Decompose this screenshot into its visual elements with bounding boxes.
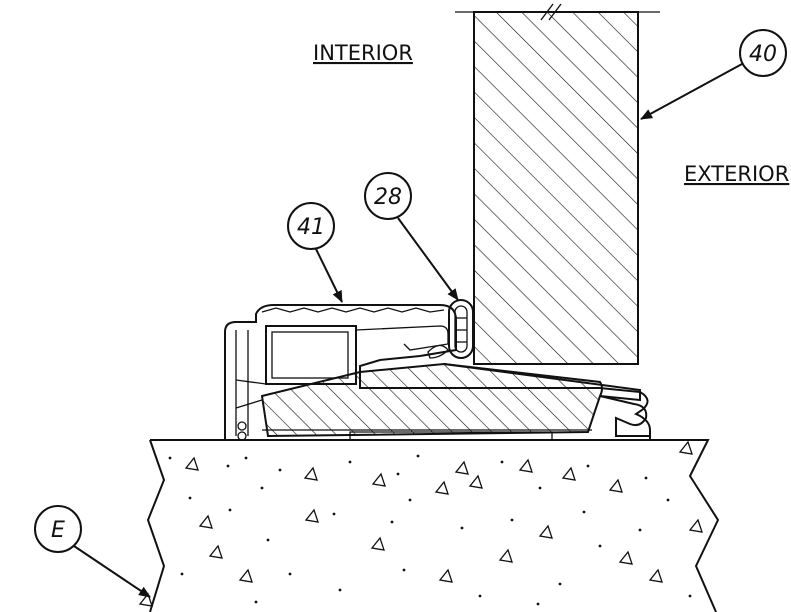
concrete-substrate <box>138 439 720 612</box>
interior-label: INTERIOR <box>313 41 413 65</box>
callout-door-text: 40 <box>749 42 777 67</box>
callout-substrate: E <box>34 505 151 598</box>
callout-seal-text: 28 <box>374 185 402 210</box>
door-slab <box>455 3 660 365</box>
callout-threshold: 41 <box>287 202 343 303</box>
weatherstrip-seal <box>427 299 474 359</box>
callout-threshold-text: 41 <box>297 215 325 240</box>
callout-seal: 28 <box>364 172 459 301</box>
exterior-label: EXTERIOR <box>684 162 789 186</box>
callout-substrate-text: E <box>51 518 65 543</box>
callout-door: 40 <box>640 29 787 120</box>
